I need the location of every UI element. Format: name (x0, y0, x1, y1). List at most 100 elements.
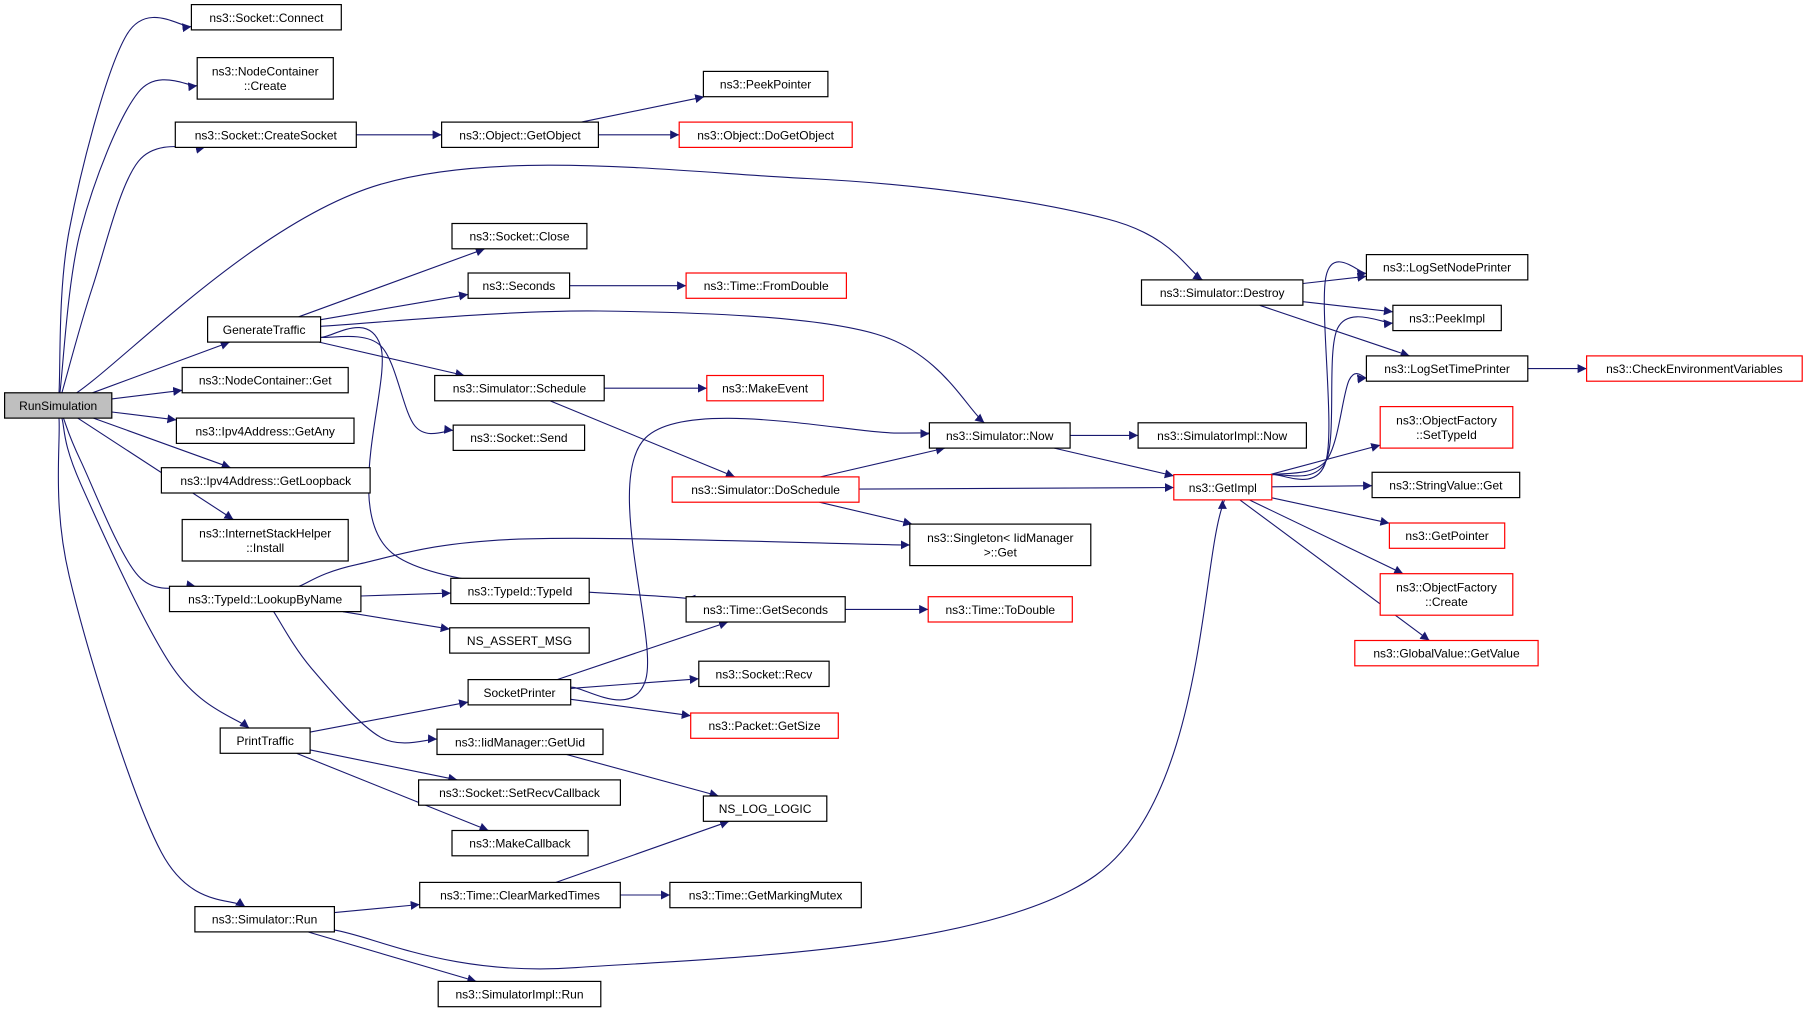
graph-node-NSAssertMsg[interactable]: NS_ASSERT_MSG (449, 627, 590, 654)
call-edge-GetImpl-to-LogSetNodePrinter (1271, 261, 1367, 480)
call-edge-GenerateTraffic-to-TimeGetSeconds (320, 326, 713, 604)
node-label: ns3::InternetStackHelper (199, 527, 331, 541)
call-edge-PrintTraffic-to-MakeCallback (296, 752, 489, 832)
graph-node-SimulatorSchedule[interactable]: ns3::Simulator::Schedule (434, 374, 605, 402)
node-label: ns3::Ipv4Address::GetAny (195, 424, 334, 438)
node-label: ::Create (1425, 595, 1468, 609)
graph-node-PacketGetSize[interactable]: ns3::Packet::GetSize (690, 712, 839, 739)
node-box (451, 829, 589, 857)
node-label: ns3::Object::GetObject (459, 128, 581, 142)
node-box (1392, 304, 1502, 332)
call-edge-SimulatorDoSchedule-to-SingletonGet (819, 501, 913, 527)
call-edge-GenerateTraffic-to-SocketSend (320, 335, 454, 435)
call-edge-SocketPrinter-to-TimeGetSeconds (556, 620, 729, 681)
call-edge-GetImpl-to-LogSetTimePrinter (1271, 372, 1367, 476)
graph-node-SimulatorImplRun[interactable]: ns3::SimulatorImpl::Run (437, 980, 602, 1008)
graph-node-TimeToDouble[interactable]: ns3::Time::ToDouble (927, 596, 1073, 623)
graph-node-PrintTraffic[interactable]: PrintTraffic (219, 727, 311, 754)
graph-node-SimulatorNow[interactable]: ns3::Simulator::Now (928, 422, 1071, 449)
node-box (449, 627, 590, 654)
graph-node-SocketCreateSocket[interactable]: ns3::Socket::CreateSocket (174, 121, 357, 148)
graph-node-NodeContainerGet[interactable]: ns3::NodeContainer::Get (181, 366, 349, 394)
call-edge-GenerateTraffic-to-SimulatorSchedule (318, 341, 465, 378)
graph-node-LogSetNodePrinter[interactable]: ns3::LogSetNodePrinter (1365, 254, 1529, 281)
graph-node-SingletonGet[interactable]: ns3::Singleton< IidManager>::Get (909, 523, 1092, 567)
graph-node-PeekPointer[interactable]: ns3::PeekPointer (702, 70, 829, 98)
node-box (698, 660, 830, 688)
graph-node-Ipv4GetAny[interactable]: ns3::Ipv4Address::GetAny (175, 417, 355, 445)
node-box (419, 881, 621, 909)
graph-node-IidManagerGetUid[interactable]: ns3::IidManager::GetUid (436, 728, 604, 756)
node-label: ns3::StringValue::Get (1389, 479, 1503, 493)
call-edge-RunSimulation-to-NodeContainerGet (111, 386, 183, 400)
node-label: >::Get (984, 546, 1018, 560)
call-edge-SimulatorDestroy-to-PeekImpl (1302, 301, 1393, 316)
node-box (181, 518, 349, 562)
graph-node-Seconds[interactable]: ns3::Seconds (467, 272, 571, 299)
call-edge-TimeClearMarkedTimes-to-NSLogLogic (555, 820, 730, 883)
call-edge-RunSimulation-to-NodeContainerCreate (59, 79, 198, 393)
node-label: ns3::Socket::Close (469, 230, 569, 244)
call-edge-SimulatorDestroy-to-LogSetNodePrinter (1302, 272, 1367, 285)
node-label: ns3::Time::ClearMarkedTimes (440, 889, 600, 903)
graph-node-SocketSend[interactable]: ns3::Socket::Send (452, 424, 586, 452)
node-box (685, 596, 846, 623)
graph-node-GenerateTraffic[interactable]: GenerateTraffic (207, 316, 322, 343)
graph-node-SimulatorDestroy[interactable]: ns3::Simulator::Destroy (1140, 279, 1304, 306)
graph-node-NSLogLogic[interactable]: NS_LOG_LOGIC (702, 795, 828, 822)
graph-node-RunSimulation[interactable]: RunSimulation (3, 392, 113, 419)
call-edge-SimulatorRun-to-SimulatorImplRun (307, 931, 477, 984)
node-label: ns3::PeekImpl (1409, 311, 1485, 325)
graph-node-PeekImpl[interactable]: ns3::PeekImpl (1392, 304, 1502, 332)
graph-node-SetRecvCallback[interactable]: ns3::Socket::SetRecvCallback (418, 779, 622, 806)
node-label: ns3::Packet::GetSize (708, 719, 820, 733)
call-edge-RunSimulation-to-SimulatorRun (57, 418, 246, 908)
graph-node-TypeIdTypeId[interactable]: ns3::TypeId::TypeId (450, 577, 590, 605)
graph-node-SocketRecv[interactable]: ns3::Socket::Recv (698, 660, 830, 688)
graph-node-Ipv4GetLoopback[interactable]: ns3::Ipv4Address::GetLoopback (160, 467, 371, 494)
graph-node-CheckEnv[interactable]: ns3::CheckEnvironmentVariables (1585, 355, 1803, 382)
graph-node-SocketPrinter[interactable]: SocketPrinter (467, 678, 572, 706)
graph-node-SimulatorImplNow[interactable]: ns3::SimulatorImpl::Now (1137, 422, 1307, 449)
node-box (452, 424, 586, 452)
graph-node-SocketClose[interactable]: ns3::Socket::Close (451, 222, 588, 250)
graph-node-StringValueGet[interactable]: ns3::StringValue::Get (1371, 471, 1521, 499)
node-box (467, 678, 572, 706)
node-box (685, 272, 847, 299)
graph-node-TimeFromDouble[interactable]: ns3::Time::FromDouble (685, 272, 847, 299)
node-label: ns3::Simulator::DoSchedule (691, 483, 840, 497)
graph-node-ObjectGetObject[interactable]: ns3::Object::GetObject (441, 121, 600, 148)
graph-node-ObjectFactorySetTypeId[interactable]: ns3::ObjectFactory::SetTypeId (1379, 406, 1514, 449)
graph-node-GetImpl[interactable]: ns3::GetImpl (1173, 474, 1273, 501)
graph-node-SimulatorRun[interactable]: ns3::Simulator::Run (194, 905, 335, 933)
call-edge-SocketPrinter-to-SocketRecv (570, 674, 699, 689)
node-box (3, 392, 113, 419)
graph-node-InternetStackInstall[interactable]: ns3::InternetStackHelper::Install (181, 518, 349, 562)
node-label: ns3::SimulatorImpl::Run (455, 988, 583, 1002)
graph-node-GlobalValueGetValue[interactable]: ns3::GlobalValue::GetValue (1354, 639, 1539, 667)
graph-node-ObjectDoGetObject[interactable]: ns3::Object::DoGetObject (678, 121, 853, 148)
call-edge-IidManagerGetUid-to-NSLogLogic (566, 753, 719, 798)
node-box (1371, 471, 1521, 499)
graph-node-MakeEvent[interactable]: ns3::MakeEvent (706, 374, 824, 402)
graph-node-SocketConnect[interactable]: ns3::Socket::Connect (190, 3, 342, 31)
node-box (671, 476, 860, 503)
graph-node-MakeCallback[interactable]: ns3::MakeCallback (451, 829, 589, 857)
graph-node-TimeGetMarkingMutex[interactable]: ns3::Time::GetMarkingMutex (669, 881, 862, 909)
graph-node-TimeGetSeconds[interactable]: ns3::Time::GetSeconds (685, 596, 846, 623)
graph-node-GetPointer[interactable]: ns3::GetPointer (1388, 522, 1506, 549)
node-label: ns3::Simulator::Run (212, 913, 317, 927)
call-edge-SocketPrinter-to-PacketGetSize (570, 698, 691, 719)
call-edge-RunSimulation-to-InternetStackInstall (77, 417, 234, 520)
graph-node-TimeClearMarkedTimes[interactable]: ns3::Time::ClearMarkedTimes (419, 881, 621, 909)
node-box (190, 3, 342, 31)
graph-node-SimulatorDoSchedule[interactable]: ns3::Simulator::DoSchedule (671, 476, 860, 503)
graph-node-LogSetTimePrinter[interactable]: ns3::LogSetTimePrinter (1365, 355, 1529, 382)
node-label: ns3::Ipv4Address::GetLoopback (180, 474, 352, 488)
node-label: ns3::SimulatorImpl::Now (1157, 429, 1287, 443)
graph-node-TypeIdLookupByName[interactable]: ns3::TypeId::LookupByName (168, 585, 362, 613)
call-edge-RunSimulation-to-TypeIdLookupByName (62, 417, 196, 590)
node-box (437, 980, 602, 1008)
graph-node-NodeContainerCreate[interactable]: ns3::NodeContainer::Create (196, 56, 334, 100)
graph-node-ObjectFactoryCreate[interactable]: ns3::ObjectFactory::Create (1379, 573, 1514, 616)
